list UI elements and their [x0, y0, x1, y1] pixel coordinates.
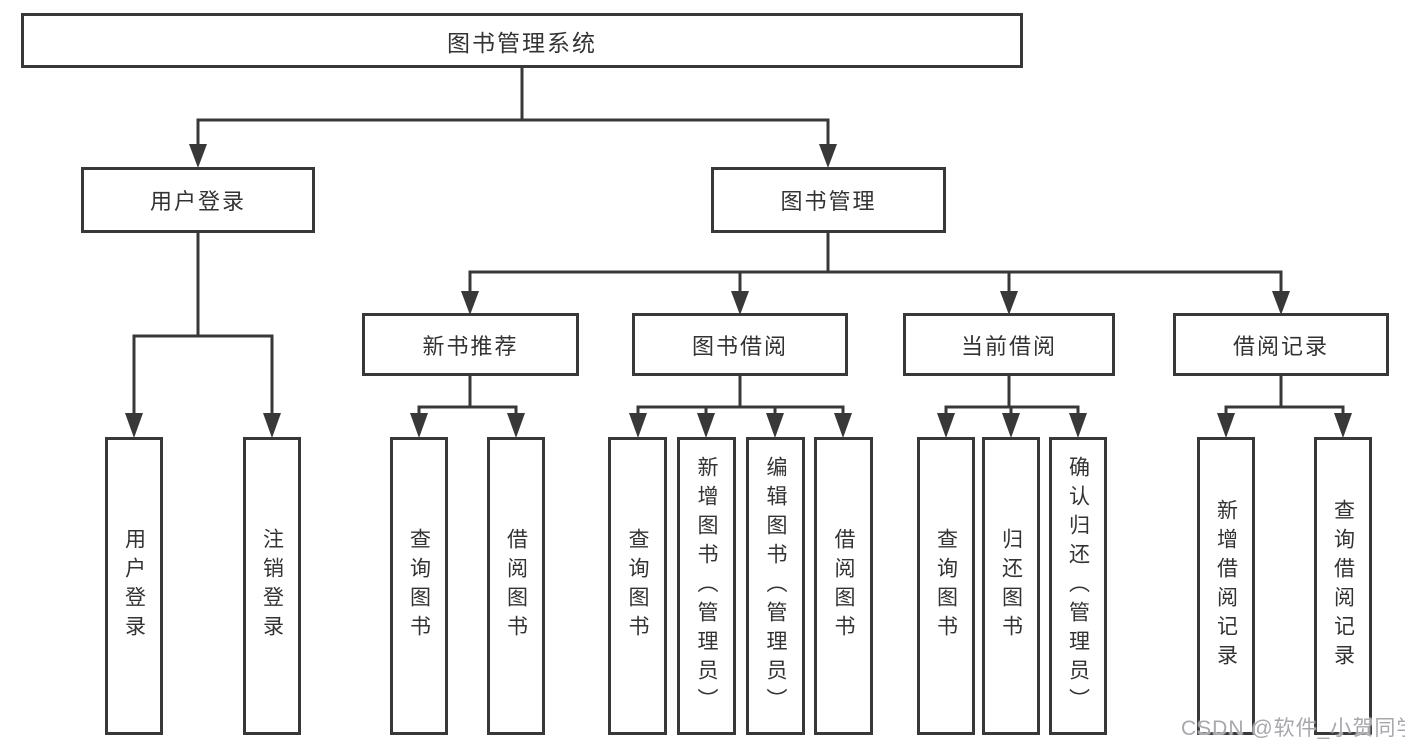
leaf-borrow-borrow-books-label: 借阅图书: [832, 528, 855, 644]
leaf-current-confirm-return-admin: 确认归还（管理员）: [1049, 437, 1107, 735]
node-book-borrowing-label: 图书借阅: [691, 333, 788, 359]
node-book-management: 图书管理: [711, 167, 946, 233]
leaf-current-return-books-label: 归还图书: [999, 528, 1023, 644]
leaf-borrow-edit-books-admin: 编辑图书（管理员）: [746, 437, 805, 735]
leaf-current-confirm-return-admin-label: 确认归还（管理员）: [1066, 455, 1090, 717]
leaf-recommend-borrow-books-label: 借阅图书: [504, 528, 528, 644]
node-borrowing-records: 借阅记录: [1173, 313, 1389, 376]
leaf-logout: 注销登录: [243, 437, 301, 735]
node-library-system: 图书管理系统: [21, 13, 1023, 68]
node-current-borrowing-label: 当前借阅: [960, 333, 1057, 359]
leaf-records-query-borrow-record-label: 查询借阅记录: [1331, 499, 1355, 673]
leaf-current-return-books: 归还图书: [982, 437, 1040, 735]
leaf-current-query-books-label: 查询图书: [934, 528, 958, 644]
leaf-records-add-borrow-record: 新增借阅记录: [1197, 437, 1255, 735]
leaf-current-query-books: 查询图书: [917, 437, 975, 735]
node-library-system-label: 图书管理系统: [447, 29, 597, 56]
leaf-borrow-query-books: 查询图书: [608, 437, 667, 735]
leaf-recommend-query-books: 查询图书: [390, 437, 448, 735]
node-book-management-label: 图书管理: [780, 189, 877, 214]
node-book-borrowing: 图书借阅: [632, 313, 848, 376]
leaf-recommend-borrow-books: 借阅图书: [487, 437, 545, 735]
node-borrowing-records-label: 借阅记录: [1232, 333, 1329, 359]
leaf-user-login-label: 用户登录: [122, 528, 146, 644]
leaf-records-add-borrow-record-label: 新增借阅记录: [1214, 499, 1238, 673]
leaf-borrow-add-books-admin-label: 新增图书（管理员）: [695, 455, 718, 717]
leaf-borrow-add-books-admin: 新增图书（管理员）: [677, 437, 736, 735]
csdn-watermark: CSDN @软件_小贺同学: [1181, 717, 1405, 740]
connector-arrows: [125, 144, 1352, 438]
node-current-borrowing: 当前借阅: [903, 313, 1115, 376]
leaf-recommend-query-books-label: 查询图书: [407, 528, 431, 644]
leaf-user-login: 用户登录: [105, 437, 163, 735]
node-user-login-label: 用户登录: [149, 189, 246, 214]
node-new-book-recommendation: 新书推荐: [362, 313, 579, 376]
leaf-records-query-borrow-record: 查询借阅记录: [1314, 437, 1372, 735]
leaf-borrow-edit-books-admin-label: 编辑图书（管理员）: [764, 455, 787, 717]
leaf-borrow-borrow-books: 借阅图书: [814, 437, 873, 735]
node-user-login: 用户登录: [81, 167, 315, 233]
leaf-logout-label: 注销登录: [260, 528, 284, 644]
node-new-book-recommendation-label: 新书推荐: [422, 333, 519, 359]
leaf-borrow-query-books-label: 查询图书: [626, 528, 649, 644]
